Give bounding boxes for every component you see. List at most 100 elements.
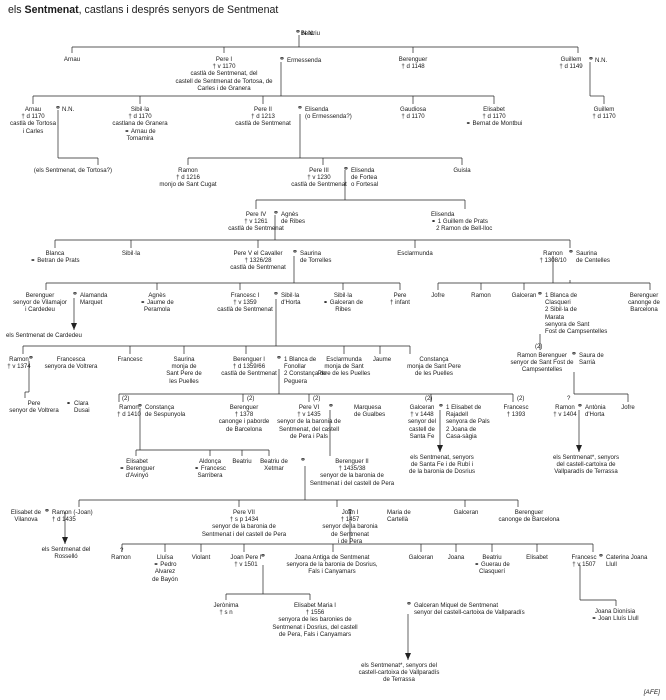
person-clara-dusai: Clara Dusai [74, 400, 90, 415]
person-saurina-centelles: Saurina de Centelles [576, 250, 610, 265]
person-jofre-g8: Jofre [621, 404, 635, 411]
person-elisabet-vilanova: Elisabet de Vilanova [10, 509, 42, 524]
person-pere-voltrera: Pere senyor de Voltrera [9, 400, 59, 415]
arrow-cardedeu-icon [71, 323, 77, 330]
person-agnes-g6: Agnès ⚭ Jaume de Peramola [140, 292, 174, 314]
person-berenguer-canonge-g10: Berenguer canonge de Barcelona [498, 509, 560, 524]
person-constanca-monja: Constança monja de Sant Pere de les Puel… [407, 356, 461, 378]
source-credit: [AFE] [643, 689, 660, 696]
marriage-icon: ⚭ [300, 457, 306, 464]
arrow-terrassa-bottom-icon [405, 653, 411, 660]
person-ramon-1404: Ramon † v 1404 [553, 404, 577, 419]
person-jaume-g7: Jaume [372, 356, 392, 363]
unknown-marker: ? [567, 395, 571, 402]
marriage-icon: ⚭ [295, 29, 301, 36]
marriage-icon: ⚭ [588, 56, 594, 63]
marriage-icon: ⚭ [328, 403, 334, 410]
person-saura-sarria: Saura de Sarrià [579, 352, 604, 367]
marriage-icon: ⚭ [571, 351, 577, 358]
descendants-terrassa-top: els Sentmenat*, senyors del castell-cart… [552, 454, 620, 476]
person-marquesa-gualbes: Marquesa de Gualbes [354, 404, 386, 419]
marriage-icon: ⚭ [297, 105, 303, 112]
person-nn-top: N.N. [302, 30, 315, 37]
person-elisabet-maria: Elisabet Maria I † 1556 senyora de les b… [272, 602, 358, 638]
person-ramon-berenguer: Ramon Berenguer senyor de Sant Fost de C… [510, 352, 574, 374]
arrow-terrassa-top-icon [576, 445, 582, 452]
marriage-icon: ⚭ [44, 508, 50, 515]
person-blanca-clasqueri: 1 Blanca de Clasqueri 2 Sibil·la de Mara… [545, 292, 608, 336]
descendants-cardedeu: els Sentmenat de Cardedeu [6, 332, 82, 339]
marriage-icon: ⚭ [260, 553, 266, 560]
marriage-icon: ⚭ [598, 553, 604, 560]
person-francesc-1507: Francesc † v 1507 [571, 554, 597, 569]
person-joan-pere-i: Joan Pere I † v 1501 [230, 554, 262, 569]
person-elisenda-fortea: Elisenda de Fortea o Fortesal [351, 167, 379, 189]
person-agnes-ribes: Agnès de Ribes [281, 211, 306, 226]
person-francesc-1393: Francesc † 1393 [503, 404, 529, 419]
unknown-marker: ? [120, 547, 124, 554]
person-ramon-g11: Ramon [111, 554, 131, 561]
marriage-icon: ⚭ [276, 355, 282, 362]
marriage-icon: ⚭ [577, 403, 583, 410]
person-berenguer-g1: Berenguer † d 1148 [398, 56, 428, 71]
person-guillem-g2: Guillem † d 1170 [592, 106, 616, 121]
marriage-number: (2) [122, 395, 130, 402]
marriage-icon: ⚭ [438, 403, 444, 410]
person-beatriu-g11: Beatriu ⚭ Guerau de Clasquerí [474, 554, 510, 576]
marriage-icon: ⚭ [55, 105, 61, 112]
person-ramon-joan: Ramon (-Joan) † d 1435 [52, 509, 93, 524]
marriage-icon: ⚭ [568, 249, 574, 256]
marriage-icon: ⚭ [66, 400, 72, 407]
person-ramon-1410: Ramon † d 1410 [117, 404, 141, 419]
marriage-icon: ⚭ [279, 56, 285, 63]
person-guisla: Guisla [453, 167, 471, 174]
marriage-number: (2) [425, 395, 433, 402]
marriage-icon: ⚭ [343, 166, 349, 173]
person-pere-vi: Pere VI † v 1435 senyor de la baronia de… [277, 404, 341, 440]
person-maria-cartella: Maria de Cartellà [387, 509, 411, 524]
person-ramon-1374: Ramon † v 1374 [7, 356, 31, 371]
person-pere-v: Pere V el Cavaller † 1326/28 castlà de S… [230, 250, 286, 272]
person-esclarmunda-monja: Esclarmunda monja de Sant Pere de les Pu… [317, 356, 371, 378]
arrow-santafe-icon [437, 445, 443, 452]
person-antonia-horta: Antònia d'Horta [585, 404, 606, 419]
marriage-number: (2) [517, 395, 525, 402]
person-ramon-g6: Ramon [471, 292, 491, 299]
person-berenguer-i: Berenguer I † d 1359/66 castlà de Sentme… [221, 356, 277, 378]
marriage-icon: ⚭ [347, 508, 353, 515]
person-sibilla-g5: Sibil·la [121, 250, 141, 257]
person-galceran-g10: Galceran [453, 509, 479, 516]
descendants-tortosa: (els Sentmenat, de Tortosa?) [33, 167, 113, 174]
person-lluisa: Lluïsa ⚭ Pedro Alvarez de Bayón [152, 554, 178, 583]
page-title: els Sentmenat, castlans i després senyor… [8, 4, 278, 16]
person-francesca-voltrera: Francesca senyora de Voltrera [44, 356, 98, 371]
person-sibilla-g2: Sibil·la † d 1170 castlana de Granera ⚭ … [112, 106, 168, 142]
person-arnau-g1: Arnau [63, 56, 81, 63]
descendants-terrassa-bottom: els Sentmenat*, senyors del castell-cart… [358, 662, 440, 684]
person-arnau-g2: Arnau † d 1170 castlà de Tortosa i Carle… [10, 106, 56, 135]
person-berenguer-canonge-g6: Berenguer canonge de Barcelona [628, 292, 660, 314]
person-berenguer-ii: Berenguer II † 1435/38 senyor de la baro… [309, 458, 395, 487]
person-gaudiosa: Gaudiosa † d 1170 [399, 106, 427, 121]
person-ramon-g5: Ramon † 1308/10 [539, 250, 567, 265]
person-sibilla-horta: Sibil·la d'Horta [281, 292, 301, 307]
person-francesc-i: Francesc I † v 1359 castlà de Sentmenat [217, 292, 273, 314]
marriage-icon: ⚭ [406, 601, 412, 608]
title-family-name: Sentmenat [24, 4, 79, 16]
person-joan-i: Joan I † 1457 senyor de la baronia de Se… [322, 509, 378, 545]
person-galceran-g6: Galceran [511, 292, 537, 299]
person-joana-g11: Joana [447, 554, 465, 561]
person-ermessenda: Ermessenda [287, 57, 322, 64]
person-elisabet-rajadell: 1 Elisabet de Rajadell senyora de Pals 2… [446, 404, 490, 440]
person-jeronima: Jerònima † s n [213, 602, 239, 617]
person-blanca-g5: Blanca ⚭ Betran de Prats [30, 250, 80, 265]
person-violant: Violant [191, 554, 211, 561]
person-joana-antiga: Joana Antiga de Sentmenat senyora de la … [286, 554, 378, 576]
person-pere-iii: Pere III † v 1230 castlà de Sentmenat [291, 167, 347, 189]
person-esclarmunda-g5: Esclarmunda [397, 250, 433, 257]
person-alamanda-marquet: Alamanda Marquet [80, 292, 108, 307]
person-galceran-g11: Galceran [408, 554, 434, 561]
person-elisabet-g2: Elisabet † d 1170 ⚭ Bernat de Montbui [465, 106, 523, 128]
